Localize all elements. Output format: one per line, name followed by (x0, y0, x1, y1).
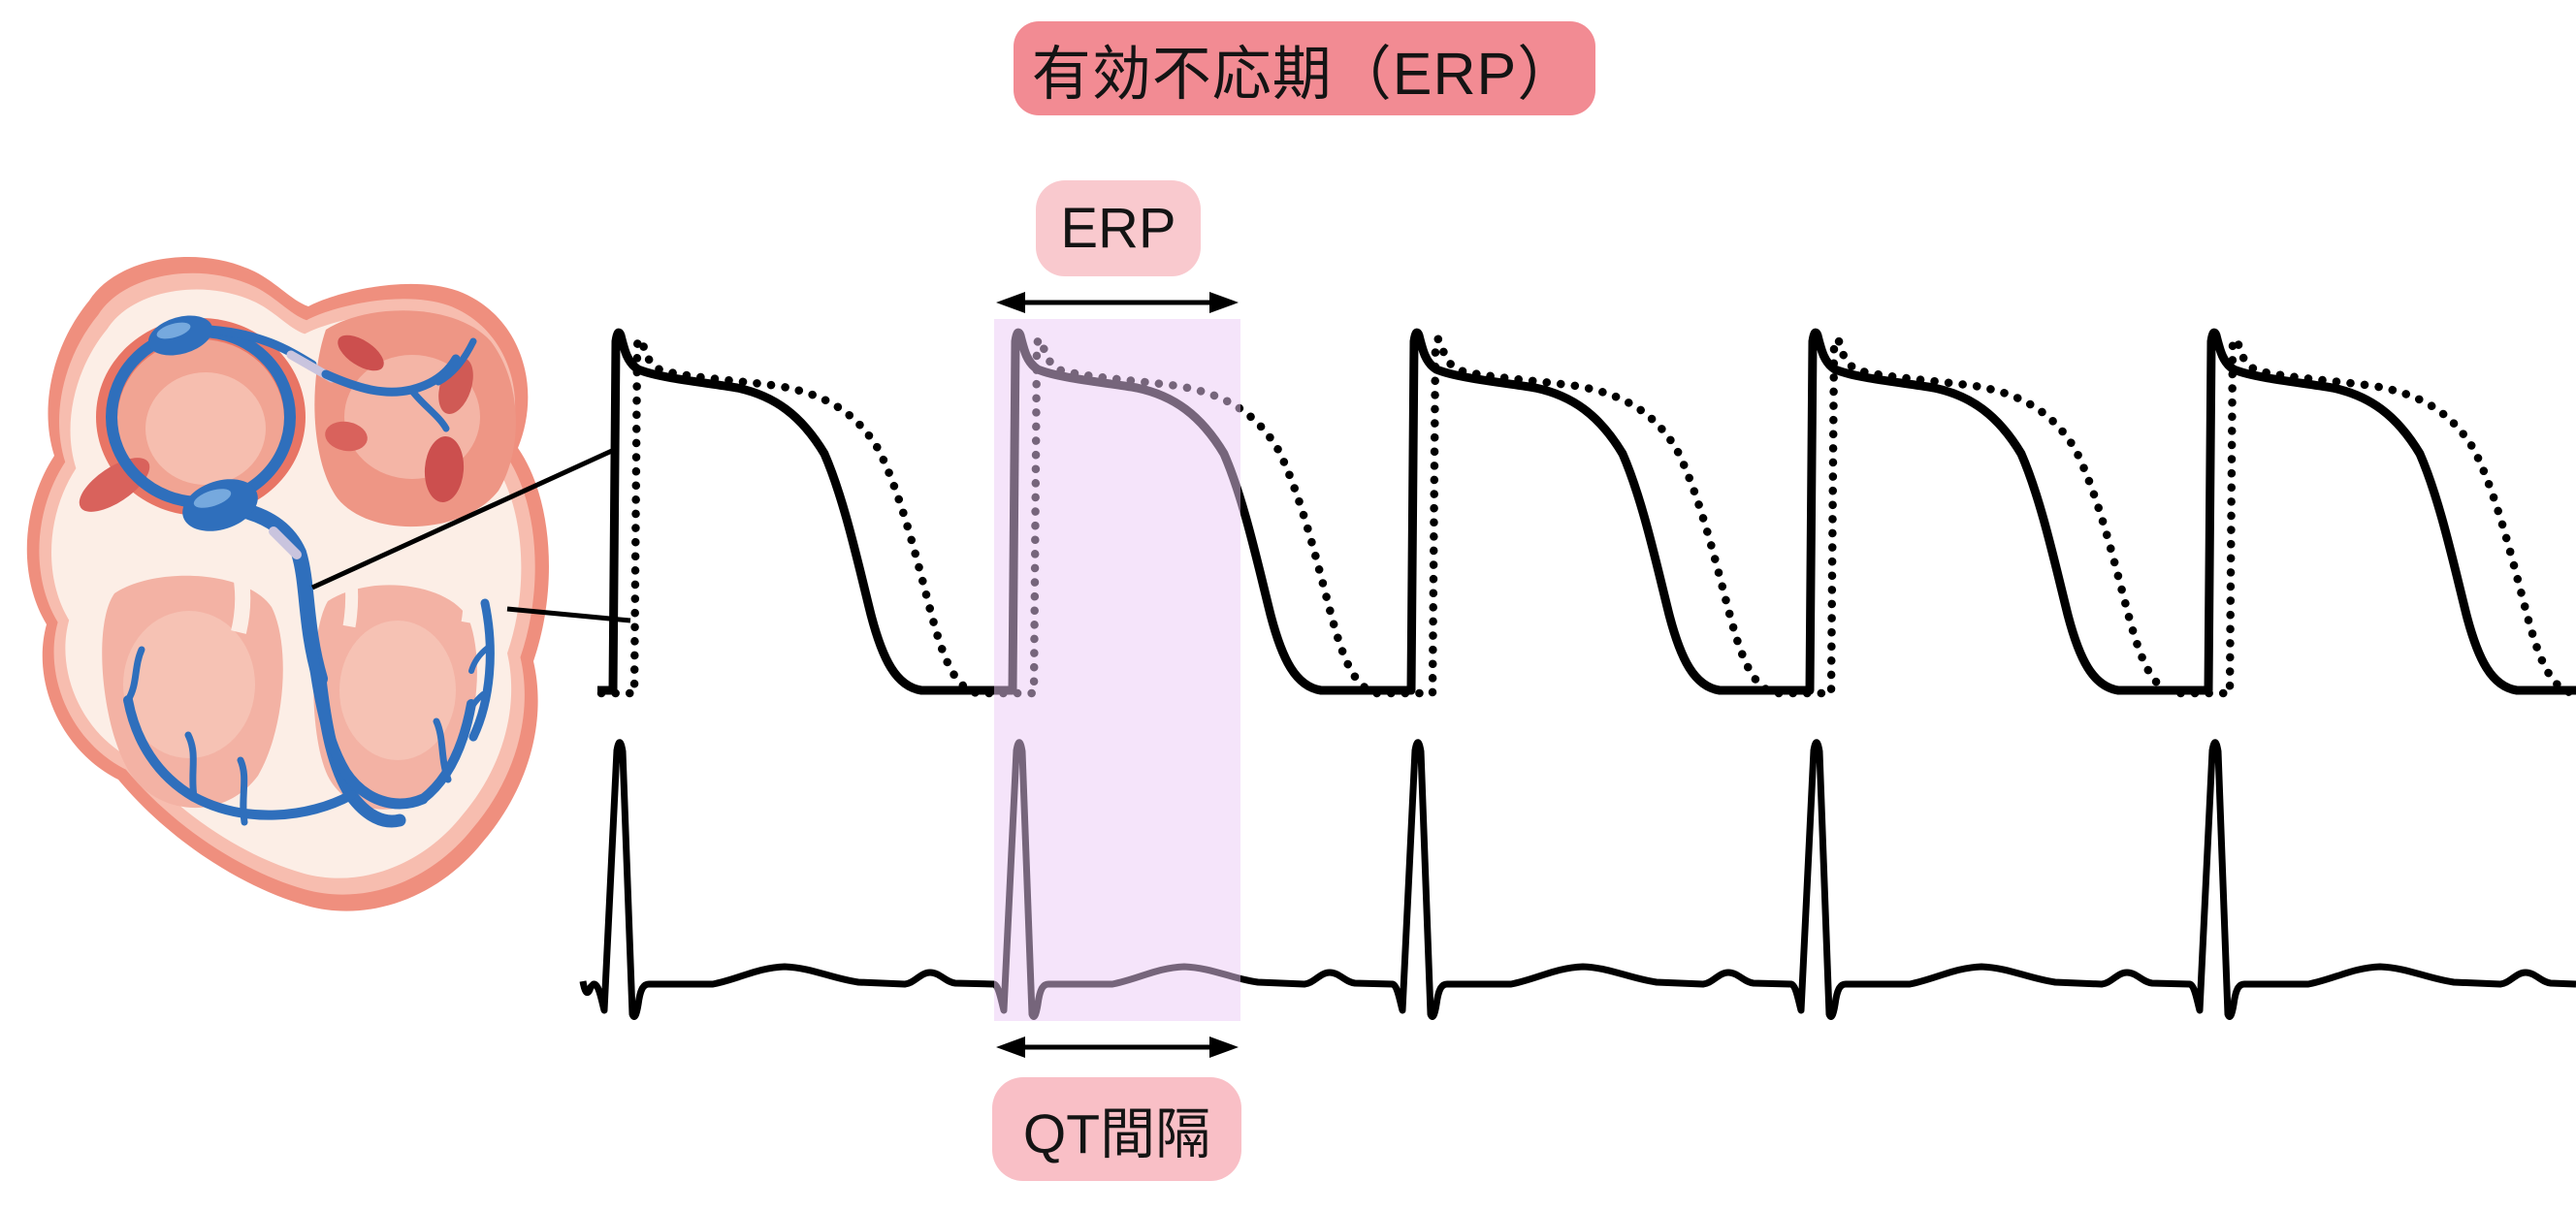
sa-node (147, 315, 213, 356)
vessel-spot (338, 335, 384, 371)
title-badge: 有効不応期（ERP） (1014, 21, 1595, 115)
heart-illustration (26, 256, 549, 911)
erp-label-text: ERP (1060, 197, 1176, 260)
right-wall-twig (468, 645, 491, 674)
av-node (182, 479, 258, 531)
purkinje-twig (237, 756, 248, 826)
left-atrium-center (145, 372, 266, 485)
right-atrium-twig (435, 337, 477, 386)
right-atrium-twig (407, 386, 450, 432)
action-potential-dotted-curve (596, 335, 2576, 698)
erp-label-badge: ERP (1036, 180, 1201, 276)
right-wall-twig (465, 691, 486, 720)
vessel-spot (325, 421, 368, 452)
vessel-spot (424, 436, 465, 502)
ecg-trace (579, 739, 2576, 1020)
right-wall-branch (468, 598, 495, 742)
erp-interval-arrow (996, 292, 1239, 313)
purkinje-twig (433, 718, 452, 783)
erp-highlight-region (994, 319, 1240, 1021)
purkinje-twig (184, 731, 198, 801)
nodes (147, 315, 258, 531)
qt-interval-text: QT間隔 (1022, 1102, 1211, 1165)
sa-node-highlight (156, 322, 191, 339)
title-text: 有効不応期（ERP） (1031, 41, 1578, 107)
right-ventricle-center (339, 621, 456, 760)
leader-line-1 (310, 447, 616, 590)
left-ventricle-center (123, 611, 255, 758)
right-bundle-branch (303, 615, 429, 810)
av-node-highlight (193, 489, 232, 508)
action-potential-solid-curve (597, 328, 2576, 695)
qt-interval-badge: QT間隔 (992, 1077, 1241, 1181)
his-crossing (269, 526, 302, 559)
qt-interval-arrow (996, 1037, 1239, 1058)
purkinje-twig (124, 646, 145, 704)
